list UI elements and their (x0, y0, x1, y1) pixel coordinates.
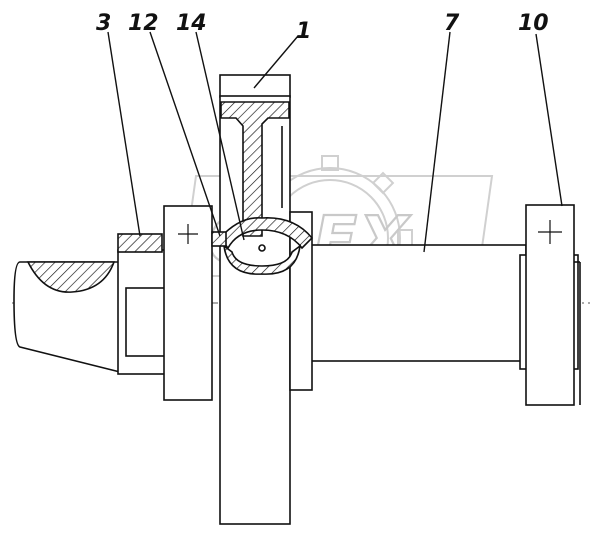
ball-joint-14 (218, 217, 314, 275)
leader-1 (253, 35, 299, 89)
shaft-7 (289, 244, 527, 362)
leader-lines (107, 31, 563, 253)
flange-left (163, 205, 213, 401)
leader-3 (107, 31, 141, 237)
callout-3: 3 (96, 11, 111, 36)
leader-7 (423, 31, 451, 253)
callout-labels: 3 12 14 1 7 10 (96, 11, 549, 44)
ball-center (258, 244, 266, 252)
shaft-left-end (13, 261, 121, 374)
center-mark-icon (538, 220, 562, 244)
leader-14 (195, 31, 245, 241)
collar-stack (117, 249, 167, 375)
callout-12: 12 (128, 11, 159, 36)
callout-14: 14 (176, 11, 207, 36)
washer-3 (117, 233, 163, 253)
center-mark-icon (178, 224, 198, 244)
lever-1 (219, 74, 291, 525)
callout-1: 1 (296, 19, 311, 44)
callout-10: 10 (518, 11, 549, 36)
leader-10 (535, 33, 563, 207)
bearing-block-10 (519, 204, 581, 406)
callout-7: 7 (444, 11, 460, 36)
leader-12 (149, 31, 221, 237)
